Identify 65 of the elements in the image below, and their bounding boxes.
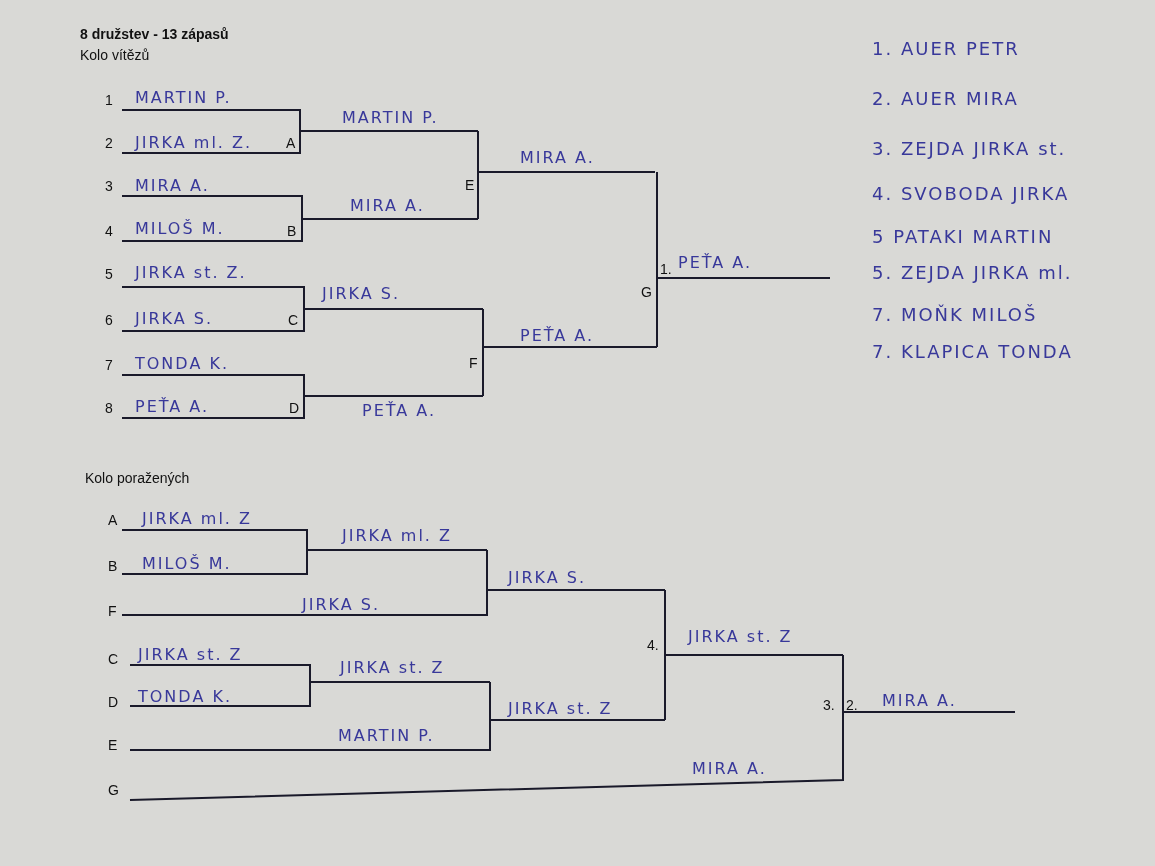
match-letter: D [108, 694, 119, 710]
player-name: MILOŠ M. [142, 553, 232, 573]
seed-number: 5 [105, 266, 113, 282]
section-heading: Kolo poražených [85, 470, 190, 486]
player-name: MARTIN P. [135, 87, 232, 107]
player-name: MIRA A. [135, 175, 210, 195]
match-letter: D [289, 400, 300, 416]
match-letter: B [108, 558, 118, 574]
section-heading: Kolo vítězů [80, 47, 150, 63]
player-name: JIRKA ml. Z. [135, 132, 253, 152]
match-letter: A [286, 135, 296, 151]
ranking-entry: 7. MOŇK MILOŠ [872, 303, 1038, 325]
player-name: MIRA A. [692, 758, 767, 778]
player-name: JIRKA st. Z [688, 626, 793, 646]
match-letter: F [108, 603, 117, 619]
match-letter: A [108, 512, 118, 528]
match-letter: E [465, 177, 475, 193]
player-name: TONDA K. [138, 686, 232, 706]
seed-number: 3 [105, 178, 113, 194]
player-name: PEŤA A. [678, 252, 753, 272]
seed-number: 8 [105, 400, 113, 416]
player-name: JIRKA ml. Z [342, 525, 452, 545]
seed-number: 7 [105, 357, 113, 373]
ranking-entry: 2. AUER MIRA [872, 87, 1019, 109]
player-name: PEŤA A. [362, 400, 437, 420]
ranking-entry: 5. ZEJDA JIRKA ml. [872, 261, 1073, 283]
match-letter: G [108, 782, 119, 798]
player-name: JIRKA st. Z [138, 644, 243, 664]
player-name: PEŤA A. [520, 325, 595, 345]
ranking-entry: 3. ZEJDA JIRKA st. [872, 137, 1067, 159]
place-number: 4. [647, 637, 659, 653]
match-letter: B [287, 223, 297, 239]
player-name: JIRKA st. Z [508, 698, 613, 718]
player-name: JIRKA ml. Z [142, 508, 252, 528]
match-letter: G [641, 284, 652, 300]
player-name: MIRA A. [520, 147, 595, 167]
player-name: TONDA K. [135, 353, 229, 373]
player-name: MILOŠ M. [135, 218, 225, 238]
player-name: JIRKA S. [302, 594, 381, 614]
player-name: JIRKA st. Z [340, 657, 445, 677]
match-letter: F [469, 355, 478, 371]
player-name: MIRA A. [350, 195, 425, 215]
place-number: 2. [846, 697, 858, 713]
seed-number: 6 [105, 312, 113, 328]
match-letter: C [108, 651, 119, 667]
player-name: JIRKA st. Z. [135, 262, 247, 282]
player-name: JIRKA S. [322, 283, 401, 303]
player-name: MIRA A. [882, 690, 957, 710]
ranking-entry: 5 PATAKI MARTIN [872, 225, 1054, 247]
player-name: PEŤA A. [135, 396, 210, 416]
diagram-title: 8 družstev - 13 zápasů [80, 26, 229, 42]
seed-number: 2 [105, 135, 113, 151]
seed-number: 1 [105, 92, 113, 108]
ranking-entry: 4. SVOBODA JIRKA [872, 182, 1070, 204]
player-name: JIRKA S. [135, 308, 214, 328]
ranking-entry: 1. AUER PETR [872, 37, 1020, 59]
seed-number: 4 [105, 223, 113, 239]
place-number: 3. [823, 697, 835, 713]
player-name: MARTIN P. [338, 725, 435, 745]
player-name: MARTIN P. [342, 107, 439, 127]
match-letter: C [288, 312, 299, 328]
ranking-entry: 7. KLAPICA TONDA [872, 340, 1073, 362]
player-name: JIRKA S. [508, 567, 587, 587]
match-letter: E [108, 737, 118, 753]
place-number: 1. [660, 261, 672, 277]
